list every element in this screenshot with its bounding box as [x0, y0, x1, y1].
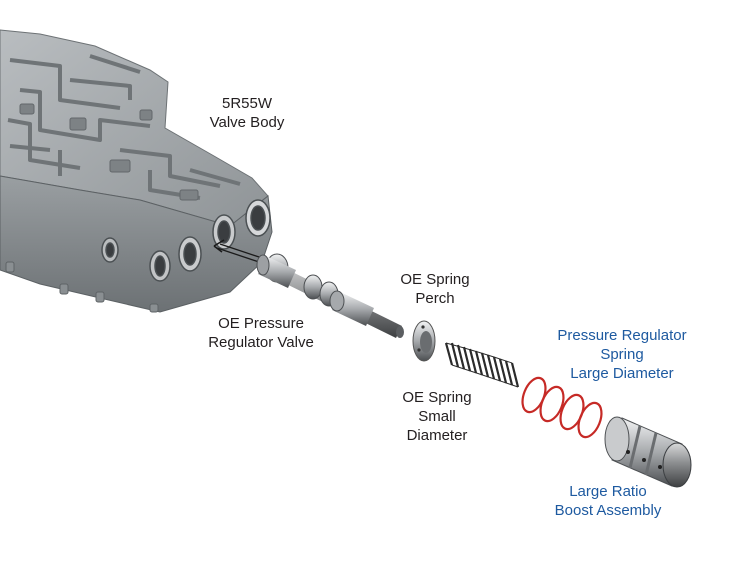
label-oe-regulator-valve-line1: OE Pressure [218, 315, 304, 332]
label-pr-spring-large-line3: Large Diameter [570, 365, 674, 382]
label-oe-spring-perch: OE Spring Perch [390, 270, 480, 308]
boost-assembly-part [604, 416, 692, 488]
label-boost-assembly-line2: Boost Assembly [554, 502, 662, 519]
label-valve-body: 5R55W Valve Body [192, 94, 302, 132]
label-oe-spring-small: OE Spring Small Diameter [392, 388, 482, 445]
label-oe-regulator-valve-line2: Regulator Valve [208, 334, 314, 351]
bore-openings [101, 199, 271, 282]
label-oe-spring-small-line1: OE Spring [402, 389, 472, 406]
label-oe-regulator-valve: OE Pressure Regulator Valve [196, 314, 326, 352]
label-oe-spring-perch-line2: Perch [415, 290, 455, 307]
label-pr-spring-large-line2: Spring [600, 346, 644, 363]
casting-pockets [19, 103, 199, 201]
oe-spring-perch-part [412, 320, 436, 362]
label-boost-assembly-line1: Large Ratio [569, 483, 647, 500]
label-pr-spring-large: Pressure Regulator Spring Large Diameter [542, 326, 702, 383]
oe-regulator-valve-part [256, 253, 404, 338]
casting-bolt-bosses [5, 261, 159, 313]
pr-spring-large-part [521, 376, 603, 439]
label-valve-body-line1: 5R55W [221, 95, 273, 112]
valve-body-casting [0, 29, 273, 313]
label-boost-assembly: Large Ratio Boost Assembly [538, 482, 678, 520]
label-valve-body-line2: Valve Body [209, 114, 285, 131]
label-oe-spring-small-line2: Small [418, 408, 456, 425]
label-oe-spring-perch-line1: OE Spring [400, 271, 470, 288]
casting-channels [7, 54, 241, 200]
insertion-arrow-icon [213, 239, 263, 263]
label-pr-spring-large-line1: Pressure Regulator [557, 327, 687, 344]
label-oe-spring-small-line3: Diameter [406, 427, 468, 444]
oe-spring-small-part [444, 342, 520, 388]
